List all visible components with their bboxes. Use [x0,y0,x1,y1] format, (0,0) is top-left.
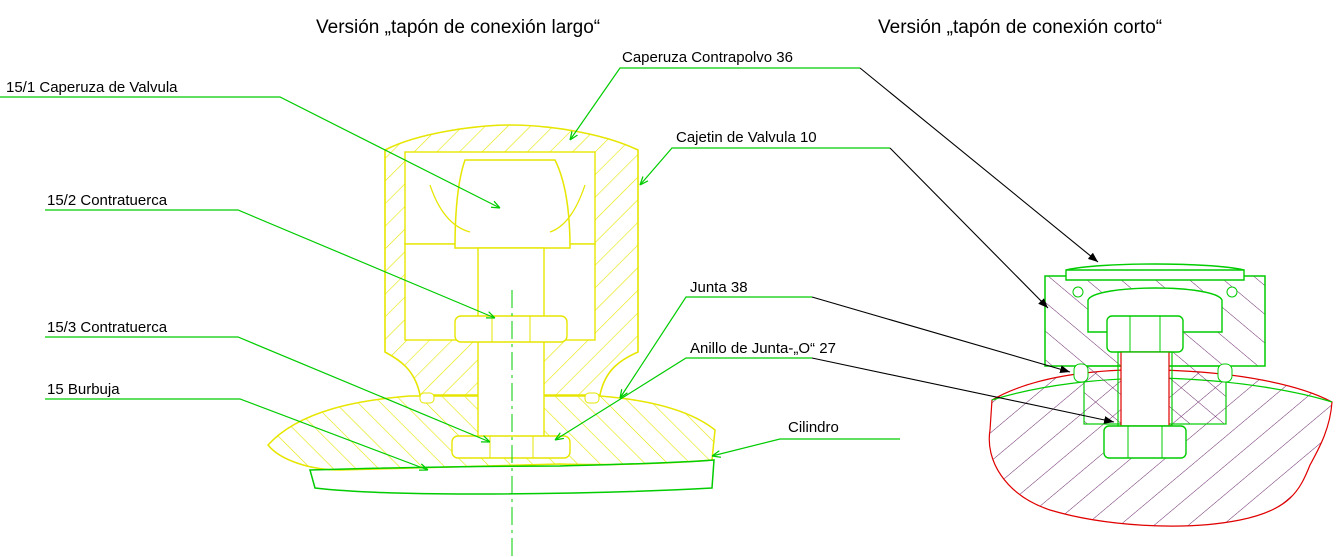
locknut-2 [454,315,568,343]
label-locknut-3: 15/3 Contratuerca [47,319,168,336]
heading-long: Versión „tapón de conexión largo“ [316,17,600,38]
label-o-ring: Anillo de Junta-„O“ 27 [690,340,836,357]
gasket-left [419,392,435,404]
black-arrows [811,67,1115,424]
label-valve-cap: 15/1 Caperuza de Valvula [6,79,178,96]
long-version-assembly [267,124,716,557]
label-gasket: Junta 38 [690,279,748,296]
cylinder-outline [309,459,715,495]
short-nut-upper [1106,315,1184,353]
right-leaders [555,67,900,456]
short-oring-right [1217,363,1233,383]
gasket-right [584,392,600,404]
label-bubble: 15 Burbuja [47,381,120,398]
heading-short: Versión „tapón de conexión corto“ [878,17,1162,38]
short-dust-cap-top [1065,263,1245,271]
cap-arc-r [549,184,586,233]
label-valve-box: Cajetin de Valvula 10 [676,129,817,146]
valve-cap [454,159,571,249]
cap-arc [429,184,471,233]
left-leaders [0,96,500,470]
short-oring-left [1073,363,1089,383]
label-cylinder: Cilindro [788,419,839,436]
locknut-3 [451,435,571,459]
short-nut-lower [1103,425,1187,459]
valve-stem [477,247,545,449]
short-stem [1120,351,1170,427]
short-dust-cap [1065,269,1245,281]
short-version-assembly [988,263,1333,527]
label-locknut-2: 15/2 Contratuerca [47,192,168,209]
label-dust-cap: Caperuza Contrapolvo 36 [622,49,793,66]
